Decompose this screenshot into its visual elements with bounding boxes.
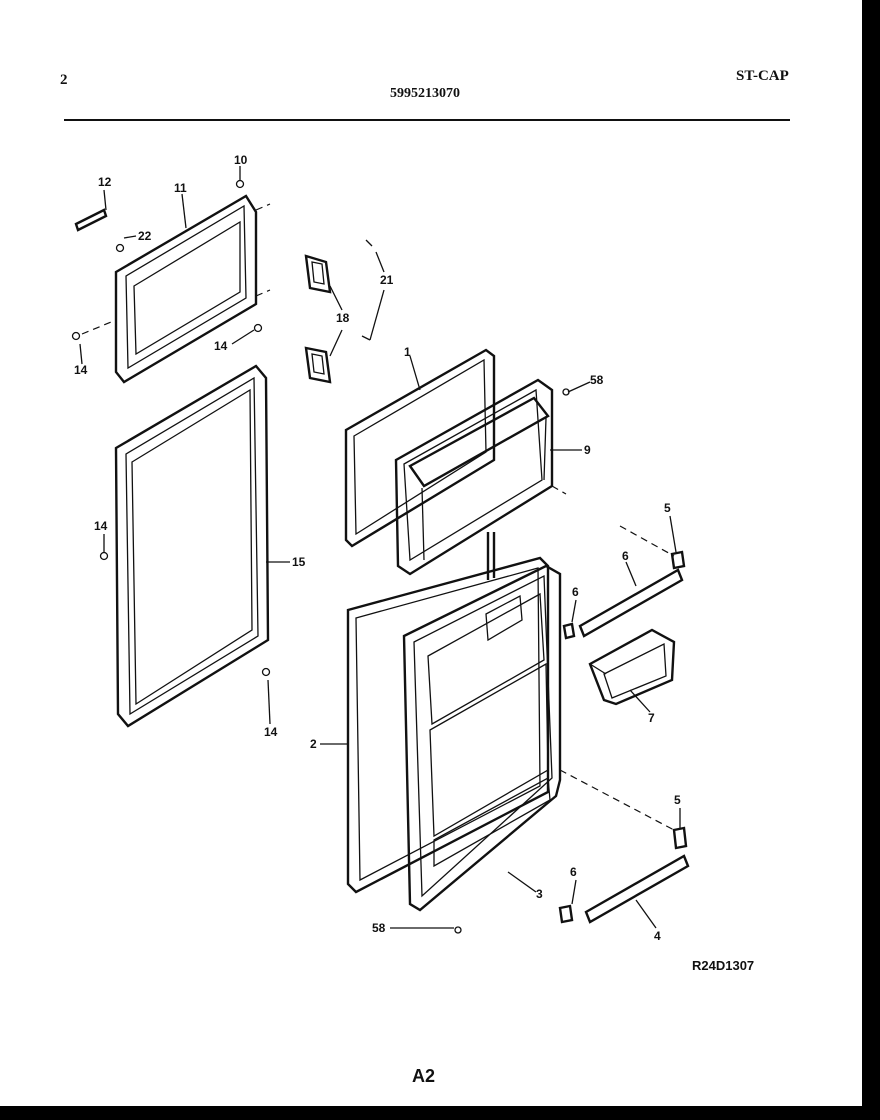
part-6-clip-lower xyxy=(558,904,574,924)
part-1-freezer-door-panel xyxy=(344,348,496,548)
part-6-shelf-bar-upper xyxy=(578,568,684,638)
callout-5-upper: 5 xyxy=(664,501,671,515)
part-3-fresh-food-door-liner xyxy=(402,564,562,912)
exploded-door-diagram: 12 11 10 22 14 14 14 15 14 18 21 1 58 9 … xyxy=(71,153,690,943)
callout-58-lower: 58 xyxy=(372,921,386,935)
callout-3: 3 xyxy=(536,887,543,901)
part-5-end-cap-lower xyxy=(672,826,688,850)
callout-2: 2 xyxy=(310,737,317,751)
callout-14-bottom: 14 xyxy=(264,725,278,739)
part-5-end-cap-upper xyxy=(670,550,686,570)
part-18-hinge-brackets xyxy=(304,254,332,384)
callout-5-lower: 5 xyxy=(674,793,681,807)
callout-15: 15 xyxy=(292,555,306,569)
callout-6-clip-lower: 6 xyxy=(570,865,577,879)
callout-58-upper: 58 xyxy=(590,373,604,387)
model-code: ST-CAP xyxy=(736,68,789,84)
callout-1: 1 xyxy=(404,345,411,359)
callout-labels: 12 11 10 22 14 14 14 15 14 18 21 1 58 9 … xyxy=(74,153,681,943)
leader-lines xyxy=(79,166,681,929)
document-number: 5995213070 xyxy=(390,86,460,101)
callout-14-upper-right: 14 xyxy=(214,339,228,353)
callout-12: 12 xyxy=(98,175,112,189)
callout-22: 22 xyxy=(138,229,152,243)
part-7-dairy-compartment xyxy=(588,628,676,706)
callout-10: 10 xyxy=(234,153,248,167)
callout-21: 21 xyxy=(380,273,394,287)
callout-4: 4 xyxy=(654,929,661,943)
part-12-handle-trim xyxy=(74,208,108,232)
small-screws xyxy=(71,179,570,934)
callout-11: 11 xyxy=(174,181,187,195)
part-9-freezer-door-liner xyxy=(394,378,554,576)
callout-7: 7 xyxy=(648,711,655,725)
callout-14-upper-left: 14 xyxy=(74,363,88,377)
callout-18: 18 xyxy=(336,311,350,325)
callout-6-bar: 6 xyxy=(622,549,629,563)
figure-code: R24D1307 xyxy=(692,958,755,973)
parts-diagram-sheet: 2 5995213070 ST-CAP xyxy=(0,0,862,1106)
part-15-fresh-food-gasket xyxy=(114,364,270,728)
part-6-clip-upper xyxy=(562,622,576,640)
part-2-fresh-food-door-panel xyxy=(346,532,550,894)
callout-6-clip-upper: 6 xyxy=(572,585,579,599)
sheet-label: A2 xyxy=(412,1066,436,1086)
part-21-screw xyxy=(361,239,373,341)
callout-9: 9 xyxy=(584,443,591,457)
part-4-shelf-bar-lower xyxy=(584,854,690,924)
assembly-lines xyxy=(81,203,675,831)
part-11-freezer-gasket xyxy=(114,194,258,384)
callout-14-left: 14 xyxy=(94,519,108,533)
header-rule xyxy=(64,119,790,121)
page-number: 2 xyxy=(60,72,68,88)
